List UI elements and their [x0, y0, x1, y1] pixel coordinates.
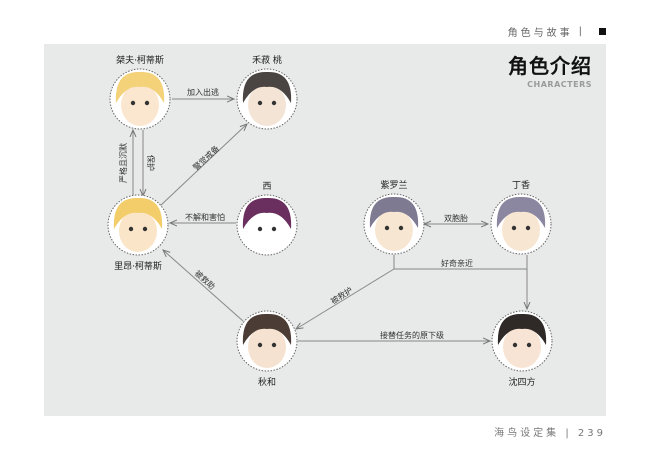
section-header: 角色与故事| — [508, 24, 606, 39]
avatar-face — [375, 209, 413, 251]
character-name: 沈四方 — [508, 376, 535, 388]
avatar-hair — [242, 313, 292, 345]
avatar-face — [502, 209, 540, 251]
section-title: 角色与故事 — [507, 28, 573, 39]
avatar-eye — [257, 226, 263, 232]
avatar-eye — [511, 225, 517, 231]
character-node-shensifang: 沈四方 — [491, 310, 553, 388]
avatar-hair — [113, 197, 163, 229]
avatar-eye — [130, 100, 136, 106]
avatar-eye — [512, 342, 518, 348]
character-relationship-panel: 加入出逃 警觉戒备 严格且沉默 保护 不解和害怕 被救助 双胞胎 好奇亲近 被救… — [44, 44, 606, 416]
relation-protect: 保护 — [146, 155, 156, 171]
edge-vigilant — [159, 124, 247, 207]
avatar-eye — [271, 226, 277, 232]
relation-strict: 严格且沉默 — [118, 143, 128, 183]
character-name: 丁香 — [512, 180, 530, 191]
avatar-eye — [257, 342, 263, 348]
avatar-hair — [369, 196, 419, 228]
relation-vigilant: 警觉戒备 — [191, 143, 221, 172]
character-node-heshutao: 禾菽 桃 — [236, 54, 298, 130]
avatar-eye — [144, 100, 150, 106]
title-en: CHARACTERS — [527, 80, 592, 89]
avatar-hair — [242, 197, 292, 229]
relation-replace: 接替任务的原下级 — [380, 330, 444, 340]
book-title: 海鸟设定集 — [494, 428, 560, 439]
avatar-face — [248, 210, 286, 252]
relation-twins: 双胞胎 — [444, 213, 468, 223]
relation-rescued2: 被救护 — [329, 285, 355, 306]
character-node-jiefu: 桀夫·柯蒂斯 — [109, 54, 171, 130]
avatar-face — [121, 84, 159, 126]
edge-rescued1 — [163, 250, 244, 322]
title-cn: 角色介绍 — [508, 54, 592, 78]
avatar-hair — [497, 313, 547, 345]
relationship-diagram: 加入出逃 警觉戒备 严格且沉默 保护 不解和害怕 被救助 双胞胎 好奇亲近 被救… — [107, 54, 553, 388]
character-node-liang: 里昂·柯蒂斯 — [107, 194, 169, 272]
avatar-face — [248, 84, 286, 126]
character-name: 西 — [262, 181, 271, 192]
avatar-eye — [142, 226, 148, 232]
avatar-eye — [271, 100, 277, 106]
avatar-eye — [526, 342, 532, 348]
avatar-eye — [271, 342, 277, 348]
avatar-eye — [257, 100, 263, 106]
character-name: 禾菽 桃 — [252, 54, 282, 66]
page-footer: 海鸟设定集 | 239 — [494, 428, 606, 439]
edge-rescued2 — [296, 268, 395, 329]
section-marker-icon — [599, 28, 606, 35]
avatar-hair — [242, 71, 292, 103]
avatar-eye — [525, 225, 531, 231]
page-title: 角色介绍 CHARACTERS — [508, 50, 592, 89]
avatar-face — [119, 210, 157, 252]
avatar-eye — [384, 225, 390, 231]
character-node-qiuhe: 秋和 — [236, 310, 298, 388]
character-name: 里昂·柯蒂斯 — [114, 260, 162, 272]
character-node-ziluolan: 紫罗兰 — [363, 179, 425, 255]
avatar-face — [248, 326, 286, 368]
character-node-dingxiang: 丁香 — [490, 180, 552, 255]
character-name: 紫罗兰 — [380, 179, 407, 191]
avatar-face — [503, 326, 541, 368]
character-name: 秋和 — [258, 376, 276, 388]
avatar-eye — [398, 225, 404, 231]
character-node-xi: 西 — [236, 181, 298, 256]
relation-join: 加入出逃 — [187, 87, 219, 97]
relation-fear: 不解和害怕 — [185, 212, 225, 222]
character-name: 桀夫·柯蒂斯 — [116, 54, 164, 66]
relation-curious: 好奇亲近 — [441, 258, 473, 268]
page-number: 239 — [577, 428, 606, 439]
avatar-hair — [115, 71, 165, 103]
avatar-eye — [128, 226, 134, 232]
avatar-hair — [496, 196, 546, 228]
